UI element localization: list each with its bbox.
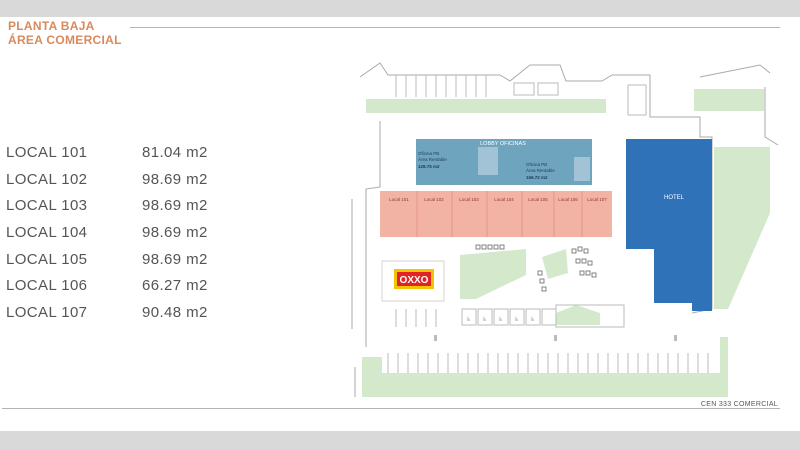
unit-name: LOCAL 107 bbox=[6, 303, 88, 321]
top-divider bbox=[130, 27, 780, 28]
site-plan: ♿ ♿ ♿ ♿ ♿ LOBBY OFICINAS Oficina PB Área… bbox=[351, 62, 779, 397]
unit-row: LOCAL 107 90.48 m2 bbox=[6, 299, 252, 326]
unit-area-list: LOCAL 101 81.04 m2 LOCAL 102 98.69 m2 LOCA… bbox=[6, 139, 252, 326]
unit-name: LOCAL 105 bbox=[6, 250, 88, 268]
office-block: LOBBY OFICINAS Oficina PB Área Rentable … bbox=[416, 139, 592, 185]
sheet-title-line1: PLANTA BAJA bbox=[8, 19, 95, 33]
bottom-divider bbox=[2, 408, 780, 409]
unit-row: LOCAL 104 98.69 m2 bbox=[6, 219, 252, 246]
hotel-label: HOTEL bbox=[664, 195, 685, 201]
office-right-area: 166.72 m2 bbox=[526, 175, 548, 180]
accessible-parking-marks: ♿ ♿ ♿ ♿ ♿ bbox=[466, 316, 535, 323]
project-name: CEN 333 COMERCIAL bbox=[700, 401, 778, 408]
sheet-title-line2: ÁREA COMERCIAL bbox=[8, 33, 122, 47]
unit-row: LOCAL 106 66.27 m2 bbox=[6, 272, 252, 299]
unit-area: 66.27 m2 bbox=[142, 277, 208, 295]
local-103-label: Local 103 bbox=[459, 197, 479, 202]
unit-row: LOCAL 102 98.69 m2 bbox=[6, 166, 252, 193]
unit-name: LOCAL 103 bbox=[6, 197, 88, 215]
local-104-label: Local 104 bbox=[494, 197, 514, 202]
office-left-label-2: Área Rentable bbox=[418, 156, 447, 162]
oxxo-logo: OXXO bbox=[400, 275, 429, 286]
accessible-icon: ♿ bbox=[530, 316, 535, 323]
parking-stalls-top bbox=[395, 75, 647, 116]
unit-name: LOCAL 102 bbox=[6, 170, 88, 188]
unit-area: 98.69 m2 bbox=[142, 170, 208, 188]
unit-area: 90.48 m2 bbox=[142, 303, 208, 321]
accessible-icon: ♿ bbox=[482, 316, 487, 323]
pedestrian-marker bbox=[674, 335, 677, 341]
unit-name: LOCAL 101 bbox=[6, 143, 88, 161]
accessible-icon: ♿ bbox=[498, 316, 503, 323]
lobby-label: LOBBY OFICINAS bbox=[480, 141, 526, 147]
hotel-block: HOTEL bbox=[626, 139, 712, 311]
walkway-markers bbox=[434, 335, 677, 341]
green-areas bbox=[362, 89, 770, 397]
local-105-label: Local 105 bbox=[528, 197, 548, 202]
office-right-label-2: Área Rentable bbox=[526, 167, 555, 173]
local-102-label: Local 102 bbox=[424, 197, 444, 202]
unit-row: LOCAL 101 81.04 m2 bbox=[6, 139, 252, 166]
benches bbox=[475, 244, 597, 292]
accessible-icon: ♿ bbox=[514, 316, 519, 323]
office-left-area: 128.75 m2 bbox=[418, 164, 440, 169]
floor-plan-sheet: PLANTA BAJA ÁREA COMERCIAL LOCAL 101 81.0… bbox=[0, 17, 800, 431]
unit-row: LOCAL 103 98.69 m2 bbox=[6, 192, 252, 219]
pedestrian-marker bbox=[554, 335, 557, 341]
local-106-label: Local 106 bbox=[558, 197, 578, 202]
local-101-label: Local 101 bbox=[389, 197, 409, 202]
local-units-strip: Local 101 Local 102 Local 103 Local 104 … bbox=[380, 191, 612, 237]
unit-row: LOCAL 105 98.69 m2 bbox=[6, 246, 252, 273]
unit-name: LOCAL 104 bbox=[6, 223, 88, 241]
unit-area: 81.04 m2 bbox=[142, 143, 208, 161]
unit-name: LOCAL 106 bbox=[6, 277, 88, 295]
office-left-label-1: Oficina PB bbox=[418, 151, 439, 156]
oxxo-store: OXXO bbox=[381, 260, 445, 302]
unit-area: 98.69 m2 bbox=[142, 250, 208, 268]
unit-area: 98.69 m2 bbox=[142, 223, 208, 241]
local-107-label: Local 107 bbox=[587, 197, 607, 202]
pedestrian-marker bbox=[434, 335, 437, 341]
accessible-icon: ♿ bbox=[466, 316, 471, 323]
parking-stalls-bottom bbox=[387, 304, 709, 373]
office-right-label-1: Oficina PB bbox=[526, 162, 547, 167]
unit-area: 98.69 m2 bbox=[142, 197, 208, 215]
